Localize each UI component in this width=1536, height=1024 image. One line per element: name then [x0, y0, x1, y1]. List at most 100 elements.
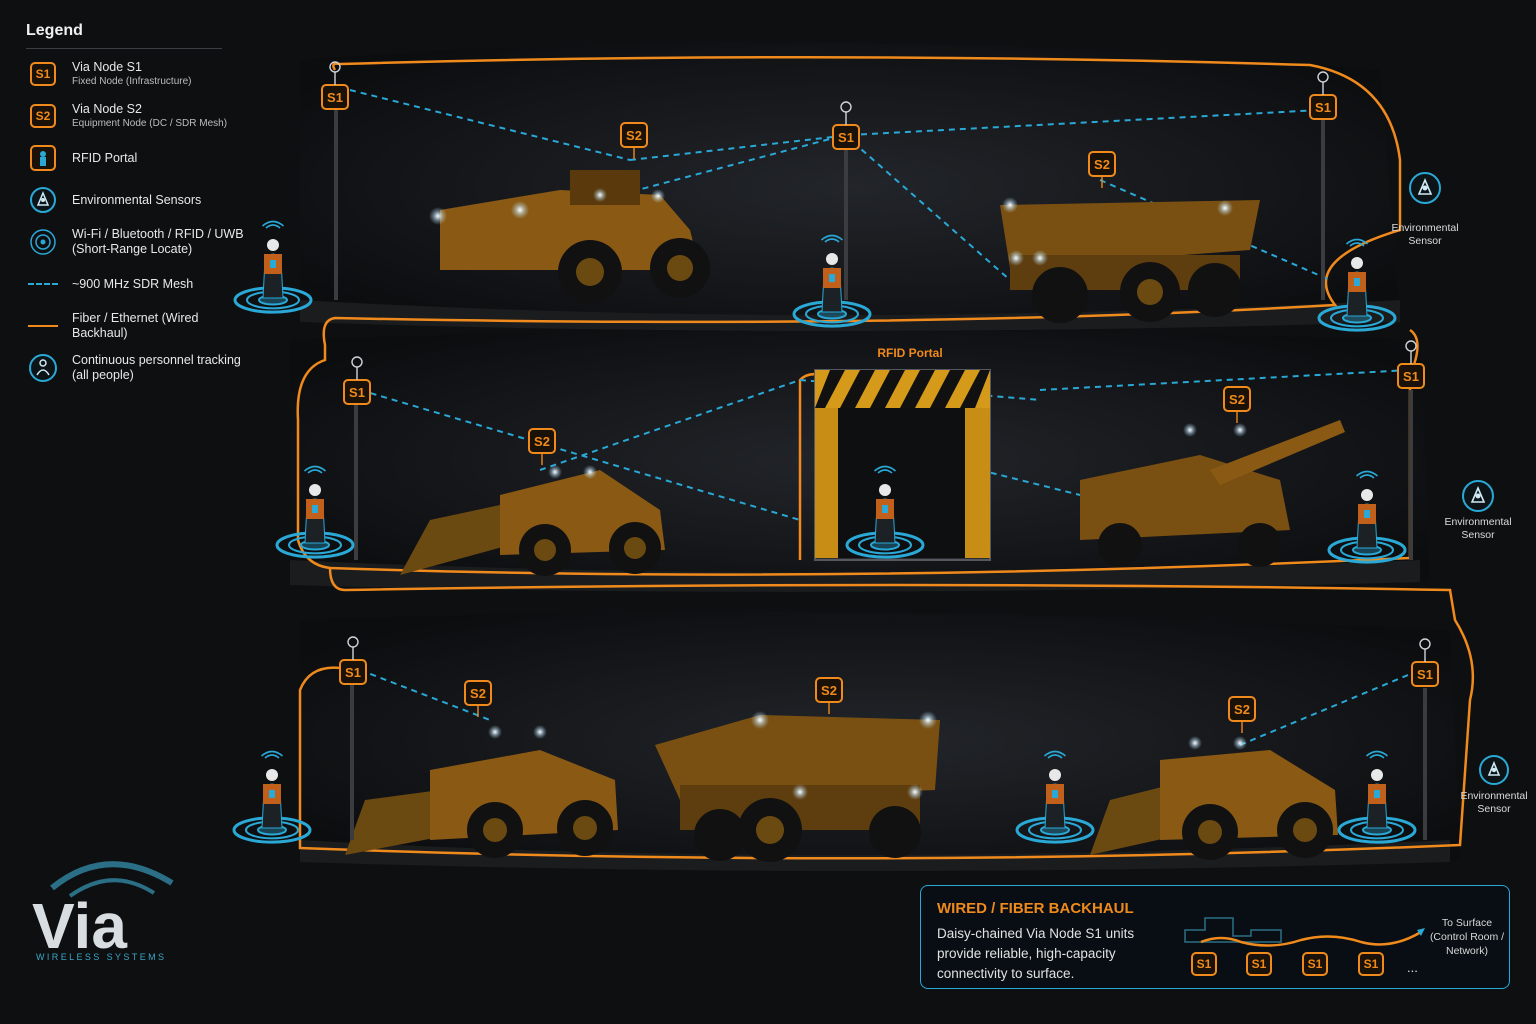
loader-vehicle: [345, 750, 618, 858]
s1-node-badge: S1: [1309, 71, 1337, 120]
to-surface-line1: To Surface: [1441, 917, 1493, 929]
backhaul-description: Daisy-chained Via Node S1 units provide …: [937, 924, 1177, 984]
env-label-line1: Environmental: [1444, 516, 1512, 528]
environmental-sensors: [1409, 172, 1509, 785]
logo-tagline: WIRELESS SYSTEMS: [36, 952, 167, 962]
signal-icon: [1365, 750, 1389, 757]
backhaul-s1-badge: S1: [1358, 952, 1384, 976]
s2-node-badge: S2: [620, 122, 648, 159]
hardhat-icon: [1371, 769, 1383, 781]
legend-rfid-text: RFID Portal: [72, 151, 137, 166]
signal-icon: [873, 465, 897, 472]
backhaul-s1-badge: S1: [1246, 952, 1272, 976]
s2-badge-label: S2: [1234, 702, 1250, 717]
env-label-line1: Environmental: [1460, 790, 1528, 802]
s2-node-badge: S2: [815, 677, 843, 714]
s2-badge-label: S2: [1229, 392, 1245, 407]
to-surface-line3: Network): [1445, 945, 1488, 957]
signal-icon: [260, 750, 284, 757]
s2-badge-label: S2: [534, 434, 550, 449]
environmental-sensor-label: Environmental Sensor: [1380, 222, 1470, 248]
logo-mark: Via: [32, 890, 127, 962]
backhaul-desc-line1: Daisy-chained Via Node S1 units: [937, 926, 1135, 941]
s2-icon: S2: [26, 101, 60, 131]
s1-node-badge: S1: [1397, 340, 1425, 389]
hardhat-icon: [309, 484, 321, 496]
s1-badge-label: S1: [349, 385, 365, 400]
worker: [233, 220, 313, 314]
legend-fiber-text: Fiber / Ethernet (Wired Backhaul): [72, 311, 256, 341]
legend-item-rfid: RFID Portal: [26, 143, 256, 173]
s2-node-badge: S2: [528, 428, 556, 465]
legend-tracking-text: Continuous personnel tracking (all peopl…: [72, 353, 241, 383]
s1-badge-label: S1: [1315, 100, 1331, 115]
signal-icon: [877, 469, 893, 474]
loader-vehicle: [440, 170, 710, 304]
legend-s1-desc: Fixed Node (Infrastructure): [72, 76, 192, 87]
worker: [1337, 750, 1417, 844]
backhaul-ellipsis: ...: [1407, 960, 1418, 975]
s2-badge-label: S2: [821, 683, 837, 698]
worker: [1317, 238, 1397, 332]
s1-badge-label: S1: [838, 130, 854, 145]
backhaul-s1-badge: S1: [1302, 952, 1328, 976]
signal-icon: [261, 220, 285, 227]
legend-s2-text: Via Node S2 Equipment Node (DC / SDR Mes…: [72, 102, 227, 130]
legend-s1-name: Via Node S1: [72, 60, 142, 74]
s2-node-badge: S2: [1088, 151, 1116, 188]
signal-icon: [264, 754, 280, 759]
s2-badge: S2: [30, 104, 56, 128]
worker: [1327, 470, 1407, 564]
legend: Legend S1 Via Node S1 Fixed Node (Infras…: [26, 22, 256, 395]
legend-item-s2: S2 Via Node S2 Equipment Node (DC / SDR …: [26, 101, 256, 131]
legend-item-s1: S1 Via Node S1 Fixed Node (Infrastructur…: [26, 59, 256, 89]
loader-vehicle: [400, 470, 665, 576]
backhaul-title: WIRED / FIBER BACKHAUL: [937, 900, 1134, 917]
signal-icon: [820, 234, 844, 241]
signal-icon: [1345, 238, 1369, 245]
worker: [275, 465, 355, 559]
legend-sdr-label: ~900 MHz SDR Mesh: [72, 276, 194, 291]
hardhat-icon: [267, 239, 279, 251]
drill-rig: [1080, 420, 1345, 567]
via-logo: Via: [32, 861, 174, 962]
env-label-line2: Sensor: [1477, 803, 1511, 815]
legend-s2-name: Via Node S2: [72, 102, 142, 116]
hardhat-icon: [266, 769, 278, 781]
legend-wifi-text: Wi-Fi / Bluetooth / RFID / UWB (Short-Ra…: [72, 227, 244, 257]
s1-icon: S1: [26, 59, 60, 89]
s1-node-badge: S1: [832, 101, 860, 150]
worker: [232, 750, 312, 844]
to-surface-label: To Surface (Control Room / Network): [1421, 916, 1513, 958]
to-surface-line2: (Control Room /: [1429, 931, 1505, 943]
s1-badge: S1: [30, 62, 56, 86]
personnel-tracking-icon: [26, 353, 60, 383]
environmental-sensor-label: Environmental Sensor: [1433, 516, 1523, 542]
rfid-portal-gate: [814, 369, 991, 561]
s1-node-poles: [334, 110, 1427, 840]
env-label-line2: Sensor: [1408, 235, 1442, 247]
s2-node-badge: S2: [1223, 386, 1251, 423]
hardhat-icon: [879, 484, 891, 496]
hardhat-icon: [1049, 769, 1061, 781]
signal-icon: [303, 465, 327, 472]
legend-sdr-text: ~900 MHz SDR Mesh: [72, 277, 193, 292]
wired-backhaul-panel: WIRED / FIBER BACKHAUL Daisy-chained Via…: [920, 885, 1510, 989]
backhaul-desc-line2: provide reliable, high-capacity: [937, 946, 1116, 961]
signal-icon: [1043, 750, 1067, 757]
hardhat-icon: [1361, 489, 1373, 501]
signal-icon: [824, 238, 840, 243]
workers: [232, 220, 1417, 844]
environmental-sensor-label: Environmental Sensor: [1449, 790, 1536, 816]
signal-icon: [1369, 754, 1385, 759]
loader-vehicle: [1090, 750, 1338, 860]
environmental-sensor-icon: [1409, 172, 1441, 204]
worker: [845, 465, 925, 559]
backhaul-chain-diagram: [1184, 917, 1425, 947]
s1-badge-label: S1: [1417, 667, 1433, 682]
solid-line-icon: [26, 311, 60, 341]
hardhat-icon: [826, 253, 838, 265]
legend-item-tracking: Continuous personnel tracking (all peopl…: [26, 353, 256, 383]
signal-icon: [307, 469, 323, 474]
legend-s2-desc: Equipment Node (DC / SDR Mesh): [72, 118, 228, 129]
